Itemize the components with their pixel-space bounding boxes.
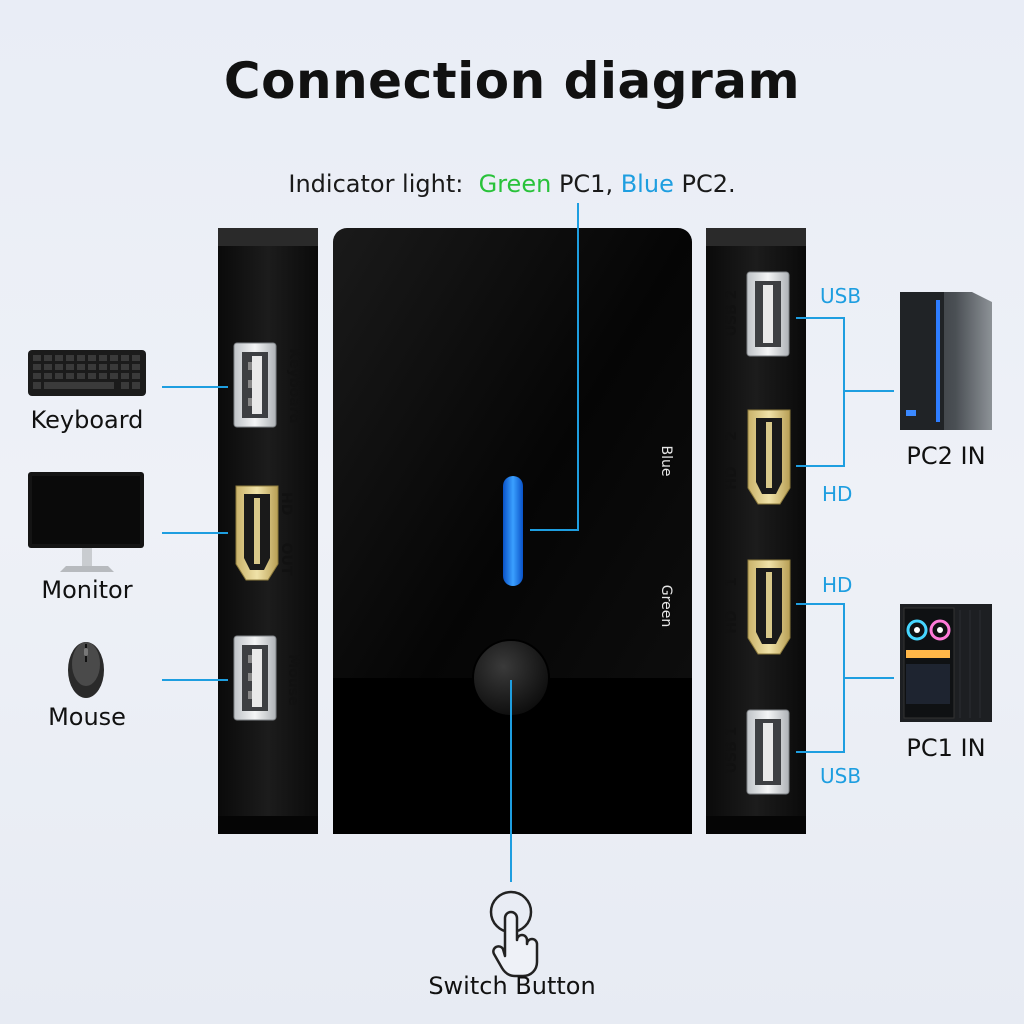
indicator-prefix: Indicator light:: [288, 170, 464, 198]
indicator-led: [503, 476, 523, 586]
indicator-legend: Indicator light: Green PC1, Blue PC2.: [0, 170, 1024, 198]
hd2-number-label: 2: [724, 431, 740, 441]
hd-top-label: HD: [822, 482, 853, 506]
hd2-port-label: HD: [724, 466, 740, 490]
indicator-blue-target: PC2.: [681, 170, 736, 198]
pc2-tower-icon: [900, 292, 992, 430]
finger-press-icon: [489, 890, 539, 978]
indicator-green-word: Green: [478, 170, 552, 198]
green-led-label: Green: [658, 584, 674, 628]
keyboard-port-label: Keyboard: [286, 348, 302, 424]
pc2-label: PC2 IN: [906, 442, 986, 470]
pc1-tower-icon: [900, 604, 992, 722]
indicator-blue-word: Blue: [620, 170, 674, 198]
monitor-label: Monitor: [41, 576, 133, 604]
switch-button-label: Switch Button: [428, 972, 596, 1000]
hd-bottom-label: HD: [822, 573, 853, 597]
hd-port-label: HD: [278, 492, 294, 516]
pc1-label: PC1 IN: [906, 734, 986, 762]
mouse-usb-port: [233, 635, 277, 721]
mouse-label: Mouse: [48, 703, 126, 731]
usb-top-label: USB: [820, 284, 862, 308]
hd1-number-label: 1: [724, 577, 740, 587]
hd-out-port: [235, 485, 279, 581]
usb2-port-label: USB 2: [724, 289, 740, 337]
hd1-port: [747, 559, 791, 655]
connector-lines: [162, 203, 894, 882]
out-port-label: OUT: [278, 542, 294, 576]
hd1-port-label: HD: [724, 610, 740, 634]
usb1-port-label: USB 1: [724, 726, 740, 774]
indicator-green-target: PC1,: [558, 170, 614, 198]
page-title: Connection diagram: [223, 52, 801, 110]
monitor-icon: [28, 472, 144, 572]
usb-bottom-label: USB: [820, 764, 862, 788]
keyboard-usb-port: [233, 342, 277, 428]
keyboard-label: Keyboard: [30, 406, 144, 434]
usb2-port: [746, 271, 790, 357]
hd2-port: [747, 409, 791, 505]
blue-led-label: Blue: [658, 445, 674, 477]
usb1-port: [746, 709, 790, 795]
keyboard-icon: [28, 350, 146, 396]
mouse-icon: [68, 642, 104, 698]
mouse-port-label: Mouse: [285, 654, 301, 706]
right-side-panel: [706, 228, 806, 834]
